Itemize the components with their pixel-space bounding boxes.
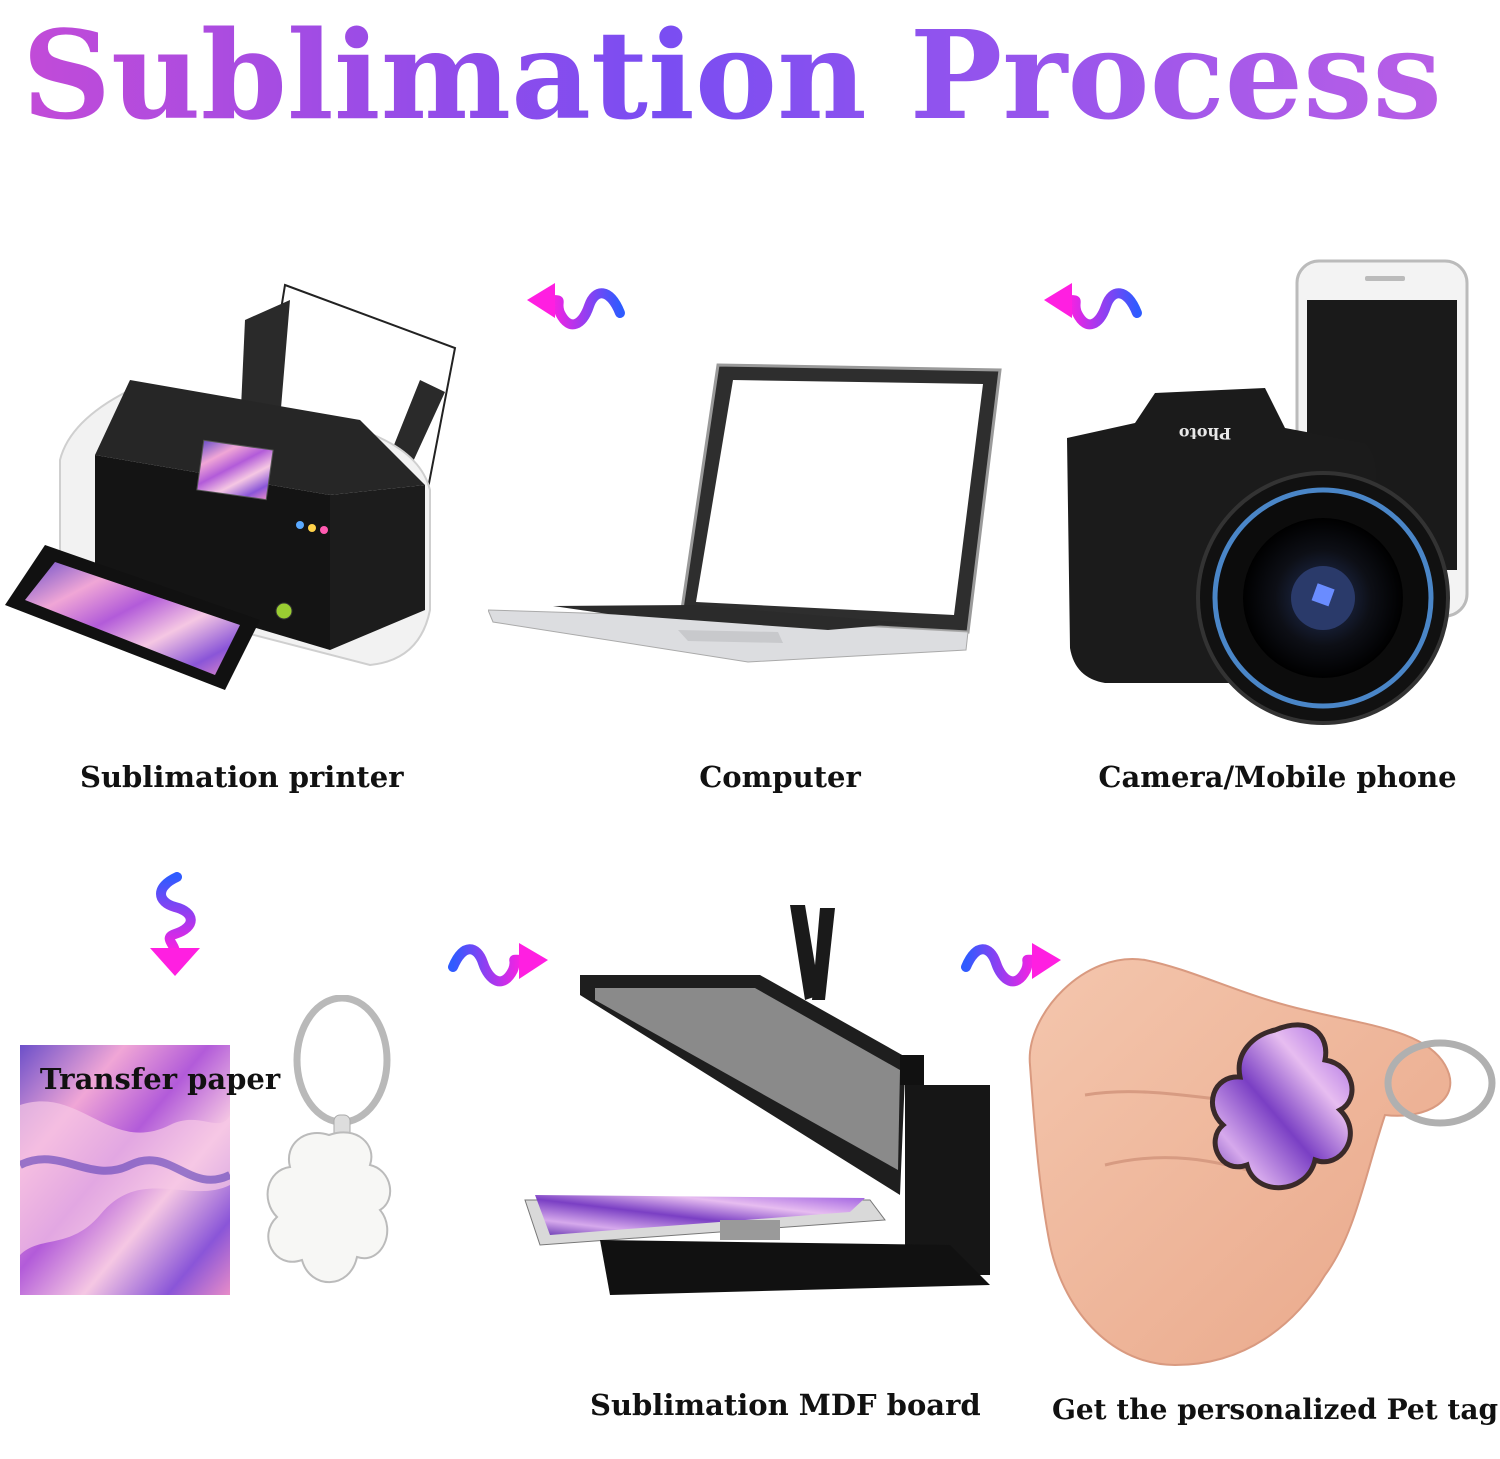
wavy-arrow-down-icon bbox=[145, 872, 207, 980]
laptop-image bbox=[487, 360, 1008, 665]
camera-phone-image: Photo bbox=[1045, 258, 1470, 748]
wavy-arrow-left-icon bbox=[525, 278, 630, 343]
wavy-arrow-left-icon bbox=[1042, 278, 1147, 343]
camera-brand-text: Photo bbox=[1178, 424, 1231, 443]
transfer-label: Transfer paper bbox=[39, 1062, 281, 1096]
camera-label: Camera/Mobile phone bbox=[1098, 760, 1457, 794]
computer-label: Computer bbox=[699, 760, 861, 794]
press-label: Sublimation MDF board bbox=[590, 1388, 981, 1422]
title-text: Sublimation Process bbox=[22, 6, 1442, 136]
heat-press-image bbox=[520, 900, 995, 1300]
page-title: Sublimation Process bbox=[0, 6, 1500, 136]
wavy-arrow-right-icon bbox=[958, 935, 1063, 1000]
transfer-paper-image bbox=[18, 1045, 232, 1295]
printer-label: Sublimation printer bbox=[80, 760, 404, 794]
printer-image bbox=[0, 280, 460, 700]
result-label: Get the personalized Pet tag bbox=[1051, 1393, 1499, 1426]
hand-with-pet-tag-image bbox=[1025, 935, 1500, 1375]
blank-pet-tag-image bbox=[262, 994, 397, 1300]
wavy-arrow-right-icon bbox=[445, 935, 550, 1000]
